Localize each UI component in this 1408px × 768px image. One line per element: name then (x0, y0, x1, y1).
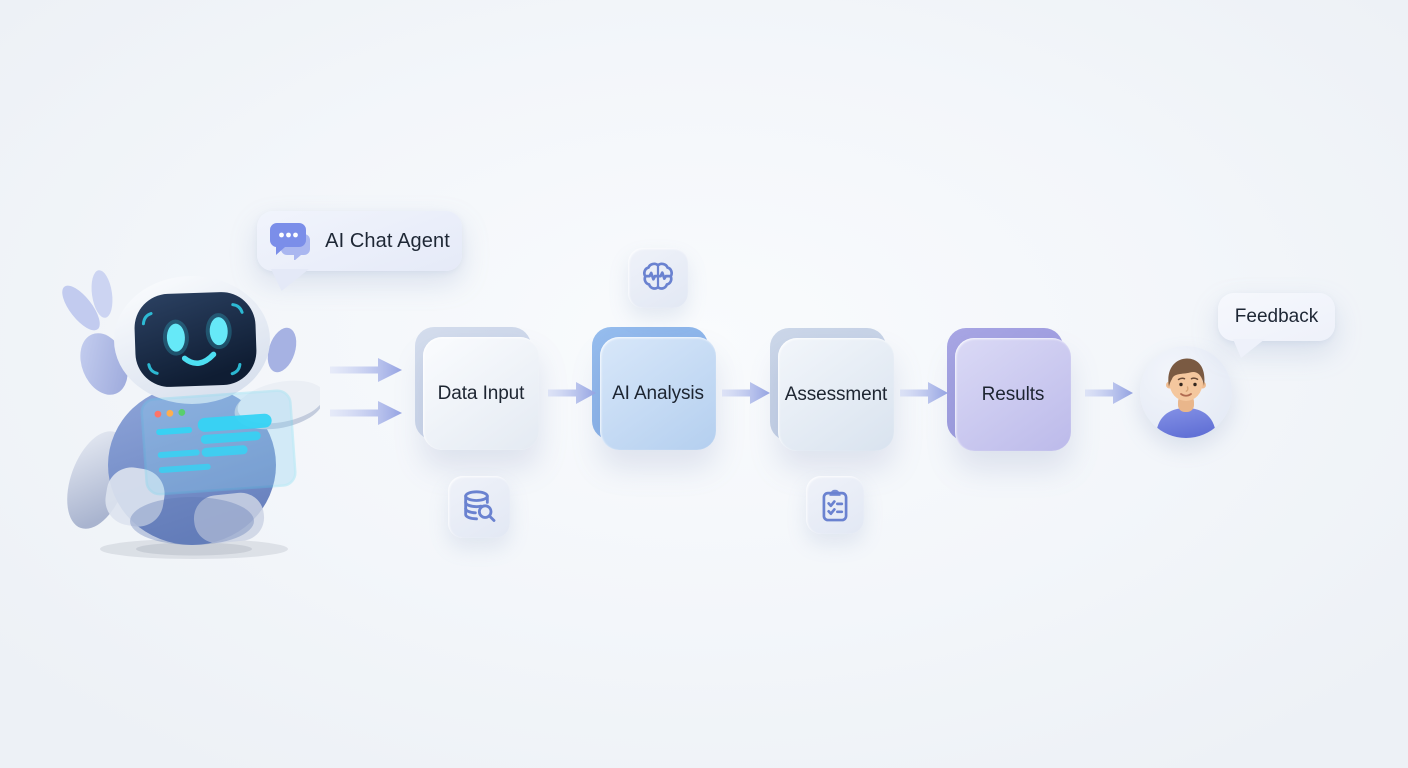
database-search-tile (448, 476, 510, 538)
agent-chat-bubble: AI Chat Agent (257, 211, 462, 291)
holo-dot-red (154, 410, 162, 418)
robot-right-ear (267, 327, 297, 373)
holo-dot-green (178, 409, 186, 416)
user-avatar-illustration (1156, 358, 1216, 438)
chat-bubbles-icon (270, 223, 311, 260)
robot-left-eye (166, 323, 185, 352)
arrow-assessment-to-results (900, 382, 948, 404)
robot-smile (181, 351, 217, 366)
step-assessment: Assessment (770, 328, 894, 451)
arrow-ai-analysis-to-assessment (722, 382, 770, 404)
robot-shadow (100, 539, 288, 559)
feedback-bubble: Feedback (1218, 293, 1335, 358)
database-search-icon (464, 490, 496, 522)
agent-bubble-label: AI Chat Agent (325, 229, 450, 252)
clipboard-check-icon (822, 489, 848, 522)
avatar-smile (1180, 393, 1192, 397)
step-ai-analysis: AI Analysis (592, 327, 716, 450)
robot-face-screen (134, 292, 257, 387)
holo-text-bars (156, 413, 272, 473)
avatar-shirt (1156, 408, 1216, 438)
robot-mascot-illustration (62, 270, 320, 559)
robot-left-antenna (62, 270, 113, 331)
step-results: Results (947, 328, 1071, 451)
step-label: Data Input (423, 337, 539, 450)
brain-wave-tile (628, 248, 688, 308)
robot-output-arrow-bottom (330, 401, 402, 425)
step-data-input: Data Input (415, 327, 539, 450)
feedback-bubble-tail (1233, 339, 1265, 358)
feedback-bubble-label: Feedback (1234, 306, 1319, 327)
arrow-data-input-to-ai-analysis (548, 382, 596, 404)
holo-dot-orange (166, 409, 174, 417)
robot-holo-panel (140, 389, 297, 496)
avatar-hair (1168, 358, 1205, 387)
step-label: Results (955, 338, 1071, 451)
user-avatar (1140, 346, 1232, 438)
clipboard-check-tile (806, 476, 864, 534)
arrow-results-to-user (1085, 382, 1133, 404)
robot-right-eye (209, 317, 228, 346)
step-label: Assessment (778, 338, 894, 451)
step-label: AI Analysis (600, 337, 716, 450)
robot-head (114, 276, 270, 404)
robot-output-arrow-top (330, 358, 402, 382)
brain-wave-icon (643, 262, 673, 290)
